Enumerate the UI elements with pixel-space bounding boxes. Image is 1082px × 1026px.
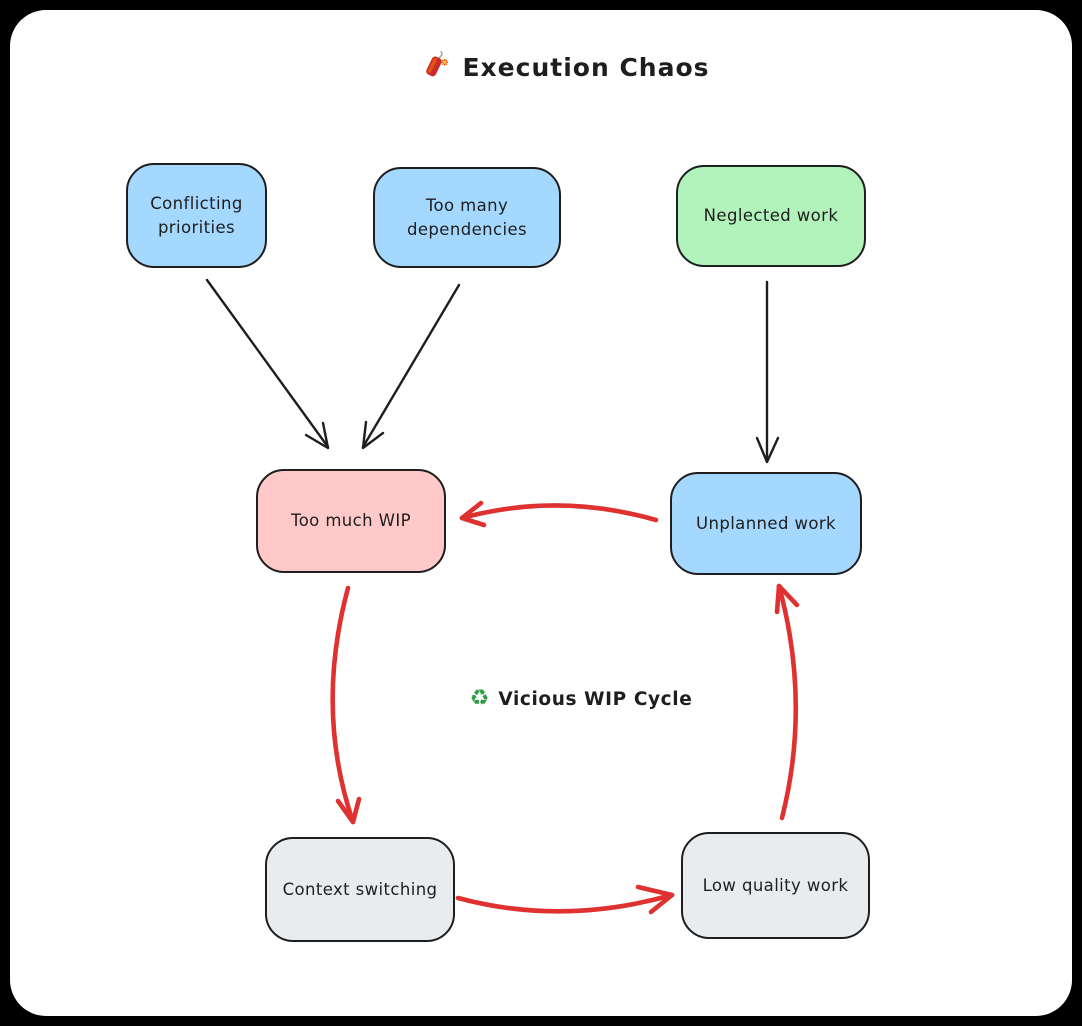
title-text: Execution Chaos xyxy=(462,52,710,82)
node-label: Neglected work xyxy=(703,206,839,226)
node-neglected-work: Neglected work xyxy=(676,165,866,267)
node-too-much-wip: Too much WIP xyxy=(256,469,446,573)
cycle-label-text: Vicious WIP Cycle xyxy=(498,688,693,710)
arrow-conflicting-to-wip xyxy=(205,278,330,450)
node-label: Unplanned work xyxy=(695,513,837,533)
node-unplanned-work: Unplanned work xyxy=(670,472,862,575)
arrow-dependencies-to-wip xyxy=(361,283,461,450)
firecracker-icon xyxy=(420,50,450,84)
arrow-wip-to-context xyxy=(330,585,362,825)
cycle-label: ♻ Vicious WIP Cycle xyxy=(470,688,693,710)
recycle-icon: ♻ xyxy=(469,686,490,711)
node-conflicting-priorities: Conflicting priorities xyxy=(126,163,267,268)
node-low-quality-work: Low quality work xyxy=(681,832,870,939)
arrow-unplanned-to-wip xyxy=(459,500,659,528)
node-label: Too much WIP xyxy=(291,511,411,531)
arrow-quality-to-unplanned xyxy=(774,583,800,821)
node-label: Too many dependencies xyxy=(407,195,527,239)
diagram-title: Execution Chaos xyxy=(420,50,709,84)
diagram-canvas: Execution Chaos xyxy=(10,10,1072,1016)
node-label: Conflicting priorities xyxy=(150,193,243,237)
arrow-context-to-quality xyxy=(455,884,675,915)
node-context-switching: Context switching xyxy=(265,837,455,942)
node-label: Low quality work xyxy=(702,875,849,895)
arrow-neglected-to-unplanned xyxy=(755,280,780,464)
node-label: Context switching xyxy=(282,879,438,899)
node-too-many-dependencies: Too many dependencies xyxy=(373,167,561,268)
